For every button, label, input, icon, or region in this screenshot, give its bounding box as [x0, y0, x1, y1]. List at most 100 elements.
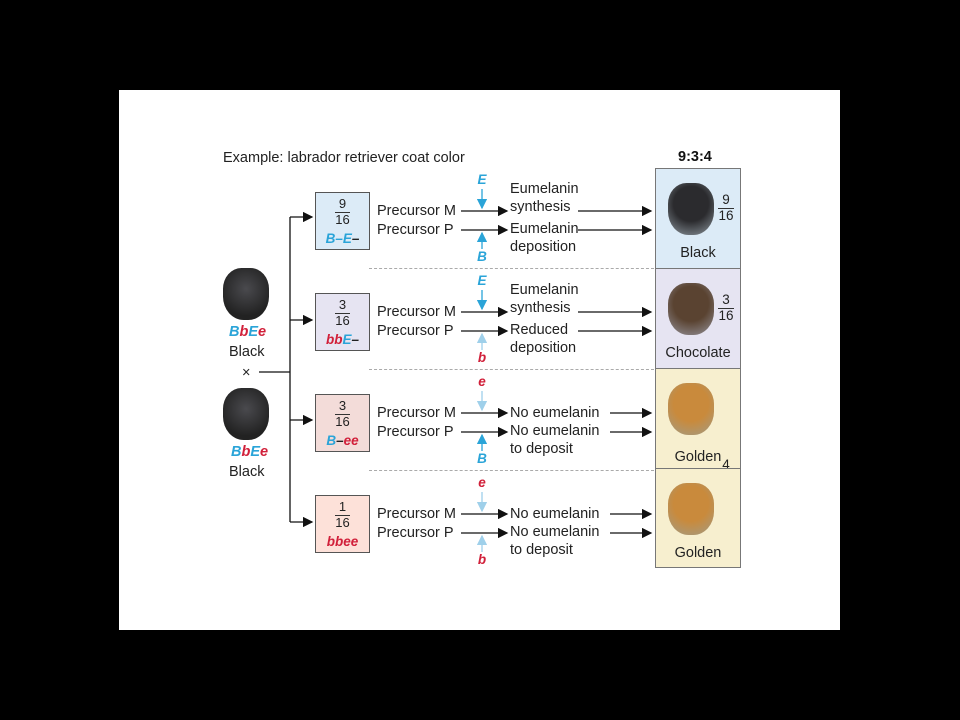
precursor-m-label: Precursor M: [377, 405, 456, 421]
phenotype-label: Golden: [674, 449, 722, 465]
precursor-m-label: Precursor M: [377, 506, 456, 522]
genotype-part: B: [229, 324, 240, 340]
diagram-title: Example: labrador retriever coat color: [223, 150, 465, 166]
phenotype-label: Golden: [674, 545, 722, 561]
fraction-denominator: 16: [335, 313, 350, 328]
fraction-denominator: 16: [335, 212, 350, 227]
step-m-label: Eumelanin synthesis: [510, 180, 579, 216]
phenotype-dog-image: [668, 183, 714, 235]
genotype-part: E: [342, 231, 352, 246]
genotype-label: bbE–: [316, 332, 369, 348]
step-m-label: Eumelanin synthesis: [510, 281, 579, 317]
step-line: No eumelanin: [510, 405, 600, 421]
step-line: synthesis: [510, 199, 571, 215]
parent-1-genotype: BbEe: [229, 323, 266, 341]
precursor-p-label: Precursor P: [377, 323, 454, 339]
step-line: deposition: [510, 239, 577, 255]
phenotype-fraction-den: 16: [718, 308, 734, 323]
genotype-label: B–E–: [316, 231, 369, 247]
precursor-p-label: Precursor P: [377, 424, 454, 440]
genotype-part: –: [336, 433, 344, 448]
row-divider: [369, 369, 654, 370]
enzyme-allele-top: E: [477, 172, 487, 187]
slide: Example: labrador retriever coat color 9…: [119, 90, 840, 630]
genotype-part: –: [351, 231, 360, 246]
step-line: to deposit: [510, 441, 573, 457]
phenotype-fraction-num: 3: [722, 292, 730, 307]
step-p-label: No eumelanin to deposit: [510, 422, 599, 458]
genotype-part: E: [248, 324, 259, 340]
genotype-label: B–ee: [316, 433, 369, 449]
phenotype-ratio: 9:3:4: [678, 149, 712, 165]
fraction-denominator: 16: [335, 515, 350, 530]
step-p-label: Reduced deposition: [510, 321, 576, 357]
genotype-part: e: [258, 324, 267, 340]
step-line: Reduced: [510, 322, 569, 338]
precursor-m-label: Precursor M: [377, 304, 456, 320]
step-line: No eumelanin: [510, 423, 600, 439]
fraction-numerator: 9: [338, 196, 347, 211]
precursor-p-label: Precursor P: [377, 525, 454, 541]
step-line: Eumelanin: [510, 181, 579, 197]
phenotype-box: Golden: [655, 468, 741, 568]
fraction-numerator: 1: [338, 499, 347, 514]
fraction-denominator: 16: [335, 414, 350, 429]
enzyme-allele-top: e: [478, 374, 486, 389]
step-p-label: Eumelanin deposition: [510, 220, 579, 256]
phenotype-fraction-num: 4: [722, 457, 730, 472]
fraction-bar: [335, 515, 350, 516]
fraction-bar: [335, 414, 350, 415]
step-m-label: No eumelanin: [510, 505, 599, 523]
genotype-part: e: [260, 444, 269, 460]
genotype-part: E: [250, 444, 261, 460]
genotype-part: bb: [325, 332, 343, 347]
genotype-part: B: [325, 231, 336, 246]
parent-2-dog-image: [223, 388, 269, 440]
phenotype-fraction-den: 16: [718, 208, 734, 223]
enzyme-allele-bottom: b: [477, 552, 487, 567]
cross-symbol: ×: [242, 365, 251, 381]
fraction-numerator: 3: [338, 398, 347, 413]
parent-1-dog-image: [223, 268, 269, 320]
fraction-numerator: 3: [338, 297, 347, 312]
fraction-bar: [335, 212, 350, 213]
parent-2-label: Black: [229, 464, 265, 480]
genotype-part: B: [231, 444, 242, 460]
step-m-label: No eumelanin: [510, 404, 599, 422]
genotype-label: bbee: [316, 534, 369, 550]
genotype-part: ee: [343, 433, 359, 448]
enzyme-allele-bottom: b: [477, 350, 487, 365]
genotype-part: E: [342, 332, 352, 347]
phenotype-dog-image: [668, 483, 714, 535]
genotype-part: B: [326, 433, 337, 448]
phenotype-label: Chocolate: [665, 345, 731, 361]
genotype-part: –: [335, 231, 343, 246]
enzyme-allele-bottom: B: [477, 451, 487, 466]
phenotype-dog-image: [668, 283, 714, 335]
fraction-bar: [335, 313, 350, 314]
connector-lines: [259, 189, 653, 552]
enzyme-allele-top: e: [478, 475, 486, 490]
step-line: Eumelanin: [510, 221, 579, 237]
phenotype-box: Golden416: [655, 368, 741, 488]
parent-1-label: Black: [229, 344, 265, 360]
row-divider: [369, 470, 654, 471]
genotype-part: bbee: [326, 534, 359, 549]
step-line: Eumelanin: [510, 282, 579, 298]
phenotype-fraction-num: 9: [722, 192, 730, 207]
step-line: synthesis: [510, 300, 571, 316]
genotype-part: b: [241, 444, 251, 460]
parent-2-genotype: BbEe: [231, 443, 268, 461]
step-line: deposition: [510, 340, 577, 356]
genotype-part: b: [239, 324, 249, 340]
phenotype-dog-image: [668, 383, 714, 435]
step-line: No eumelanin: [510, 524, 600, 540]
phenotype-label: Black: [680, 245, 716, 261]
